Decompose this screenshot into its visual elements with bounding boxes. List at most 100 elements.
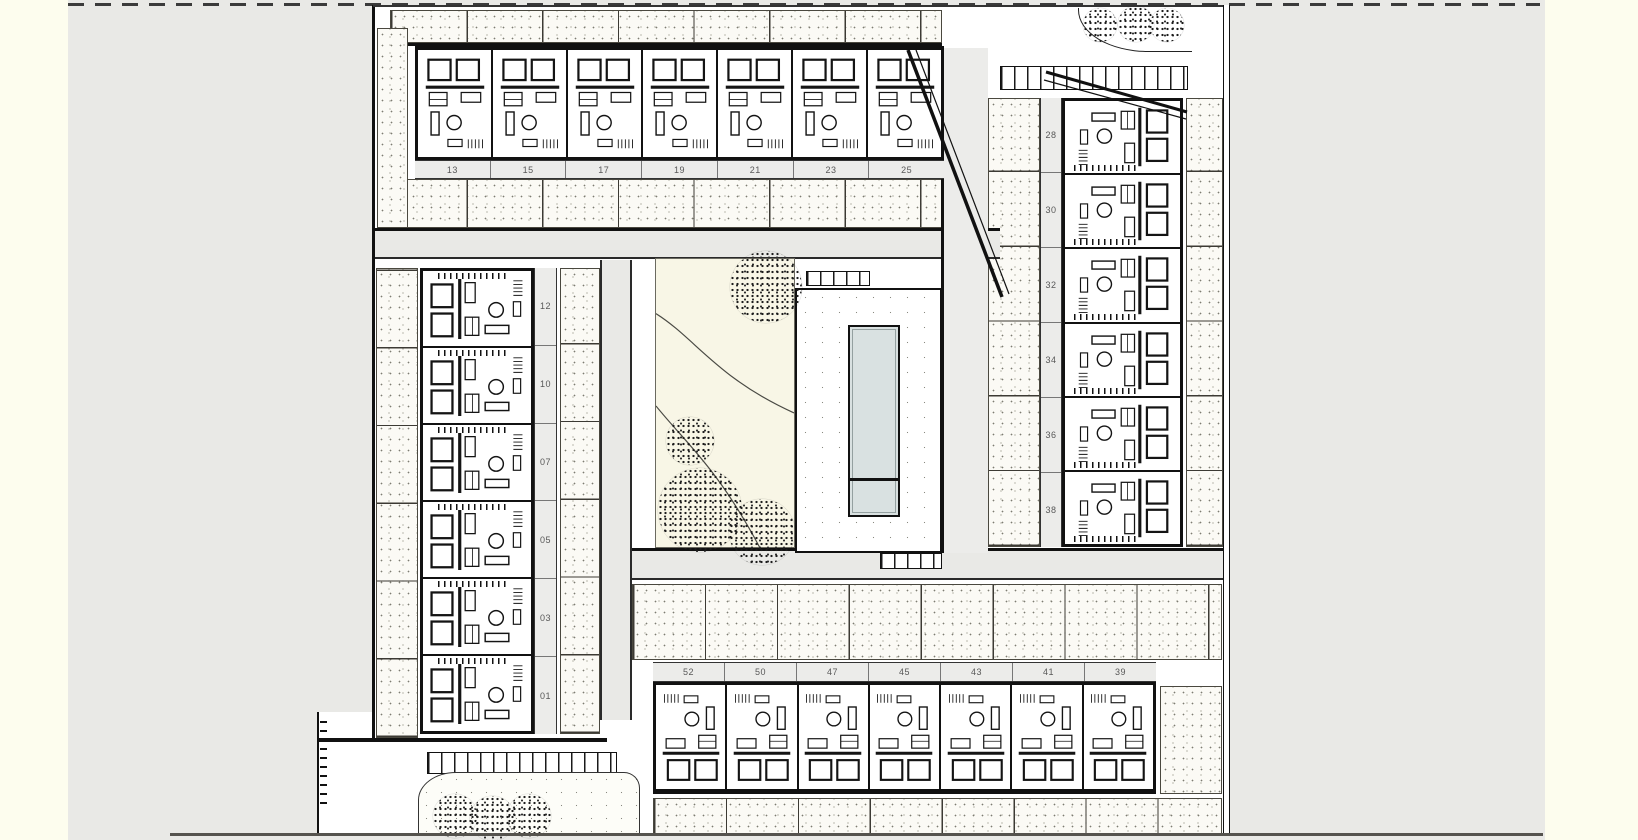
garden-strip-below-bottom-row (653, 798, 1222, 834)
unit-cell (492, 49, 567, 158)
unit-floorplan-glyph (803, 687, 863, 787)
unit-number-label: 47 (796, 663, 868, 681)
plan-right-boundary-wall (1223, 5, 1230, 835)
unit-cell (1011, 684, 1083, 790)
unit-cell (868, 684, 941, 790)
unit-number-label: 13 (446, 164, 458, 175)
unit-floorplan-glyph (427, 277, 527, 341)
unit-cell (717, 49, 792, 158)
unit-number-label: 34 (1041, 322, 1061, 397)
unit-floorplan-glyph (1069, 477, 1177, 539)
garden-corridor-left-of-right-column (988, 98, 1040, 547)
plan-paper-bottom-left (317, 712, 375, 835)
unit-number-label: 36 (1041, 397, 1061, 472)
unit-floorplan-glyph (649, 53, 711, 155)
unit-number-label: 17 (565, 161, 641, 178)
garden-strip-above-bottom-row (632, 584, 1222, 660)
tree-icon (730, 251, 802, 323)
unit-number-label: 28 (1045, 130, 1057, 140)
unit-cell (1064, 322, 1181, 397)
unit-floorplan-glyph (1069, 180, 1177, 242)
unit-number-label: 38 (1041, 472, 1061, 547)
unit-cell (422, 424, 532, 501)
site-boundary-dashed-line (68, 3, 1540, 6)
unit-number-label: 39 (1084, 663, 1156, 681)
unit-floorplan-glyph (1069, 329, 1177, 391)
garden-strip-right-of-left-column (560, 268, 600, 734)
unit-number-label: 32 (1041, 247, 1061, 322)
unit-floorplan-glyph (946, 687, 1006, 787)
unit-number-label: 12 (539, 301, 551, 312)
unit-floorplan-glyph (427, 431, 527, 495)
top-row-units (415, 46, 944, 160)
unit-cell (1064, 174, 1181, 249)
unit-floorplan-glyph (1069, 106, 1177, 168)
garden-strip-below-top-row (390, 179, 942, 228)
garden-strip-left-of-left-column (376, 268, 418, 738)
unit-cell (1082, 684, 1154, 790)
bottom-row-units (653, 682, 1156, 794)
parking-bay-bottom-left (427, 752, 617, 774)
unit-floorplan-glyph (874, 687, 934, 787)
unit-floorplan-glyph (427, 354, 527, 418)
tree-icon (433, 794, 477, 838)
unit-floorplan-glyph (427, 662, 527, 726)
unit-cell (417, 49, 492, 158)
unit-floorplan-glyph (1069, 403, 1177, 465)
plan-top-boundary-line (373, 5, 1228, 7)
tree-icon (1150, 8, 1184, 42)
unit-number-label: 23 (792, 161, 869, 178)
parking-bay-top-right (1000, 66, 1188, 90)
unit-floorplan-glyph (724, 53, 786, 155)
road-left-of-courtyard (600, 260, 632, 720)
unit-floorplan-glyph (799, 53, 861, 155)
unit-floorplan-glyph (874, 53, 936, 155)
walkway-hatch-bottom (880, 553, 942, 569)
unit-cell (655, 684, 727, 790)
unit-number-label: 19 (641, 161, 717, 178)
unit-number-label: 43 (940, 663, 1012, 681)
unit-number-label: 01 (535, 656, 556, 734)
unit-number-label: 15 (489, 161, 566, 178)
unit-number-label: 50 (724, 663, 796, 681)
unit-number-label: 21 (716, 161, 793, 178)
unit-cell (422, 270, 532, 347)
unit-number-label: 07 (535, 422, 556, 501)
unit-number-label: 05 (535, 500, 556, 578)
unit-cell (726, 684, 798, 790)
unit-floorplan-glyph (427, 508, 527, 572)
wall-line (390, 43, 942, 46)
right-column-units (1062, 98, 1183, 547)
road-left-of-right-column (944, 48, 988, 553)
tree-icon (1083, 8, 1117, 42)
unit-floorplan-glyph (424, 53, 486, 155)
unit-floorplan-glyph (661, 687, 721, 787)
unit-number-label: 03 (535, 578, 556, 656)
wall-line (317, 738, 607, 742)
unit-cell (867, 49, 942, 158)
tree-icon (666, 417, 714, 465)
unit-cell (792, 49, 867, 158)
unit-floorplan-glyph (574, 53, 636, 155)
tree-icon (507, 794, 551, 838)
unit-cell (642, 49, 717, 158)
unit-number-label: 25 (868, 161, 944, 178)
road-below-top-row (373, 228, 1000, 259)
unit-floorplan-glyph (1088, 687, 1148, 787)
unit-number-label: 52 (682, 667, 694, 677)
unit-floorplan-glyph (499, 53, 561, 155)
unit-cell (1064, 100, 1181, 175)
unit-number-label: 10 (535, 344, 556, 423)
tree-icon (658, 468, 742, 552)
unit-cell (422, 347, 532, 424)
garden-strip-right-of-right-column (1186, 98, 1223, 547)
unit-cell (422, 655, 532, 732)
tree-icon (1118, 6, 1154, 42)
unit-cell (1064, 396, 1181, 471)
unit-cell (422, 578, 532, 655)
unit-floorplan-glyph (1069, 254, 1177, 316)
